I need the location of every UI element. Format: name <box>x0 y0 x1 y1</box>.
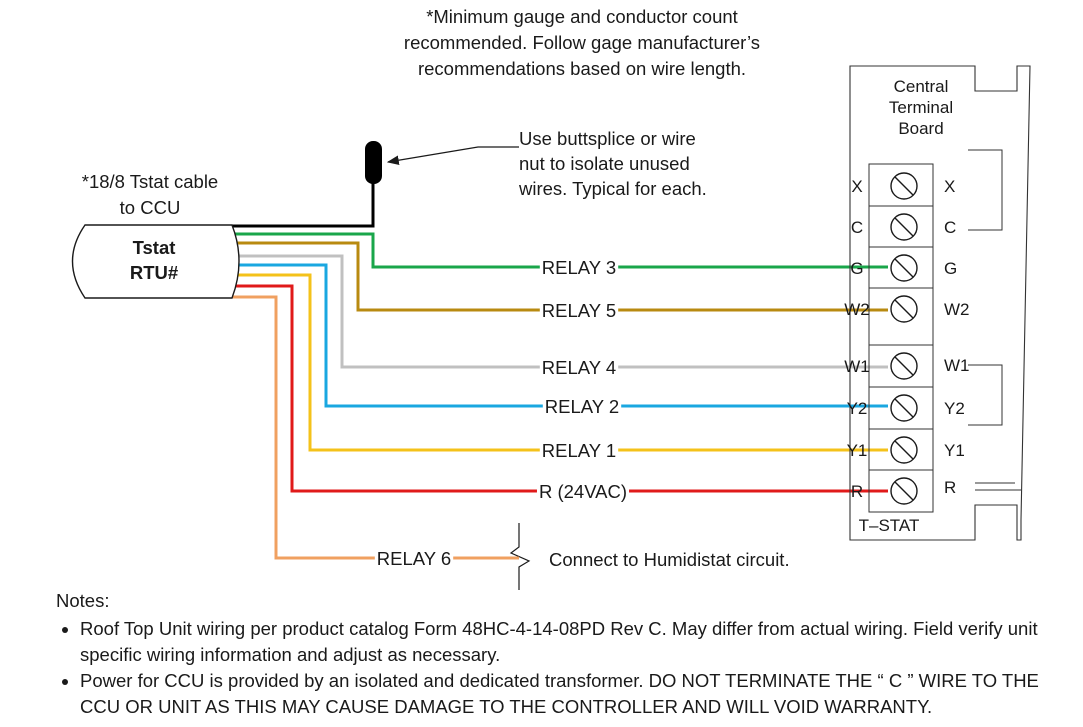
terminal-label-right-y2: Y2 <box>944 399 965 418</box>
terminal-label-right-w1: W1 <box>944 356 970 375</box>
wiring-diagram: *Minimum gauge and conductor count recom… <box>71 6 1031 590</box>
terminal-screw-slot <box>894 481 914 501</box>
wire-label-relay-1: RELAY 1 <box>542 440 616 461</box>
terminal-label-left-c: C <box>851 218 863 237</box>
splice-callout-line-3: wires. Typical for each. <box>518 178 707 199</box>
terminal-label-right-x: X <box>944 177 955 196</box>
notes-list: Roof Top Unit wiring per product catalog… <box>56 616 1066 720</box>
footnote-line-3: recommendations based on wire length. <box>418 58 746 79</box>
splice-callout-line-1: Use buttsplice or wire <box>519 128 696 149</box>
wire-label-relay-3: RELAY 3 <box>542 257 616 278</box>
terminal-screw-slot <box>894 258 914 278</box>
board-title-line-1: Central <box>894 77 949 96</box>
terminal-screw-slot <box>894 176 914 196</box>
terminal-label-right-y1: Y1 <box>944 441 965 460</box>
humidistat-label: Connect to Humidistat circuit. <box>549 549 790 570</box>
terminal-label-right-r: R <box>944 478 956 497</box>
footnote-line-1: *Minimum gauge and conductor count <box>426 6 738 27</box>
terminal-label-left-g: G <box>850 259 863 278</box>
terminal-screw-slot <box>894 356 914 376</box>
terminal-board-outline <box>849 65 1031 541</box>
unused-wire-black <box>232 182 375 228</box>
cable-label-line-2: to CCU <box>120 197 181 218</box>
board-detail-upper <box>968 149 1003 231</box>
terminal-screw-slot <box>894 398 914 418</box>
wire-label-relay-2: RELAY 2 <box>545 396 619 417</box>
wire-relay-6 <box>232 295 519 560</box>
cable-end-line-1: Tstat <box>133 237 176 258</box>
wire-label-relay-5: RELAY 5 <box>542 300 616 321</box>
cable-label-line-1: *18/8 Tstat cable <box>82 171 218 192</box>
wire-relay-2 <box>232 263 888 408</box>
terminal-label-right-g: G <box>944 259 957 278</box>
wire-label-relay-4: RELAY 4 <box>542 357 616 378</box>
terminal-label-right-w2: W2 <box>944 300 970 319</box>
board-title-line-3: Board <box>898 119 943 138</box>
buttsplice-icon <box>365 141 382 184</box>
wire-group: RELAY 3 RELAY 5 RELAY 4 RELAY 2 RELAY 1 R (24… <box>232 232 888 569</box>
board-title-line-2: Terminal <box>889 98 953 117</box>
wire-label-bg <box>374 548 454 569</box>
wire-label-bg <box>539 300 619 321</box>
terminal-screw-slot <box>894 440 914 460</box>
board-detail-bottom <box>975 482 1021 491</box>
footnote-line-2: recommended. Follow gage manufacturer’s <box>404 32 760 53</box>
wire-label-bg <box>542 396 622 417</box>
wire-relay-3 <box>232 232 888 269</box>
terminal-strip <box>868 163 934 513</box>
terminal-screw-slot <box>894 299 914 319</box>
break-symbol <box>509 523 531 590</box>
cable-end-shape <box>71 224 240 299</box>
terminal-label-left-y1: Y1 <box>847 441 868 460</box>
note-item: Power for CCU is provided by an isolated… <box>80 668 1066 720</box>
board-detail-lower <box>968 364 1003 426</box>
notes-section: Notes: Roof Top Unit wiring per product … <box>56 588 1066 720</box>
wire-label-relay-6: RELAY 6 <box>377 548 451 569</box>
notes-heading: Notes: <box>56 590 110 611</box>
terminal-label-left-y2: Y2 <box>847 399 868 418</box>
wire-label-bg <box>536 481 630 502</box>
terminal-label-right-c: C <box>944 218 956 237</box>
terminal-label-left-r: R <box>851 482 863 501</box>
wire-relay-5 <box>232 241 888 312</box>
terminal-label-left-w2: W2 <box>844 300 870 319</box>
callout-leader-arrow <box>386 146 519 165</box>
wire-label-bg <box>539 357 619 378</box>
terminal-label-left-x: X <box>851 177 862 196</box>
board-footer-label: T–STAT <box>859 516 920 535</box>
note-item: Roof Top Unit wiring per product catalog… <box>80 616 1066 668</box>
wire-label-r-24vac: R (24VAC) <box>539 481 627 502</box>
splice-callout-line-2: nut to isolate unused <box>519 153 690 174</box>
terminal-label-left-w1: W1 <box>844 357 870 376</box>
terminal-screw-slot <box>894 217 914 237</box>
cable-end-line-2: RTU# <box>130 262 178 283</box>
wire-label-bg <box>539 257 619 278</box>
wire-label-bg <box>539 440 619 461</box>
